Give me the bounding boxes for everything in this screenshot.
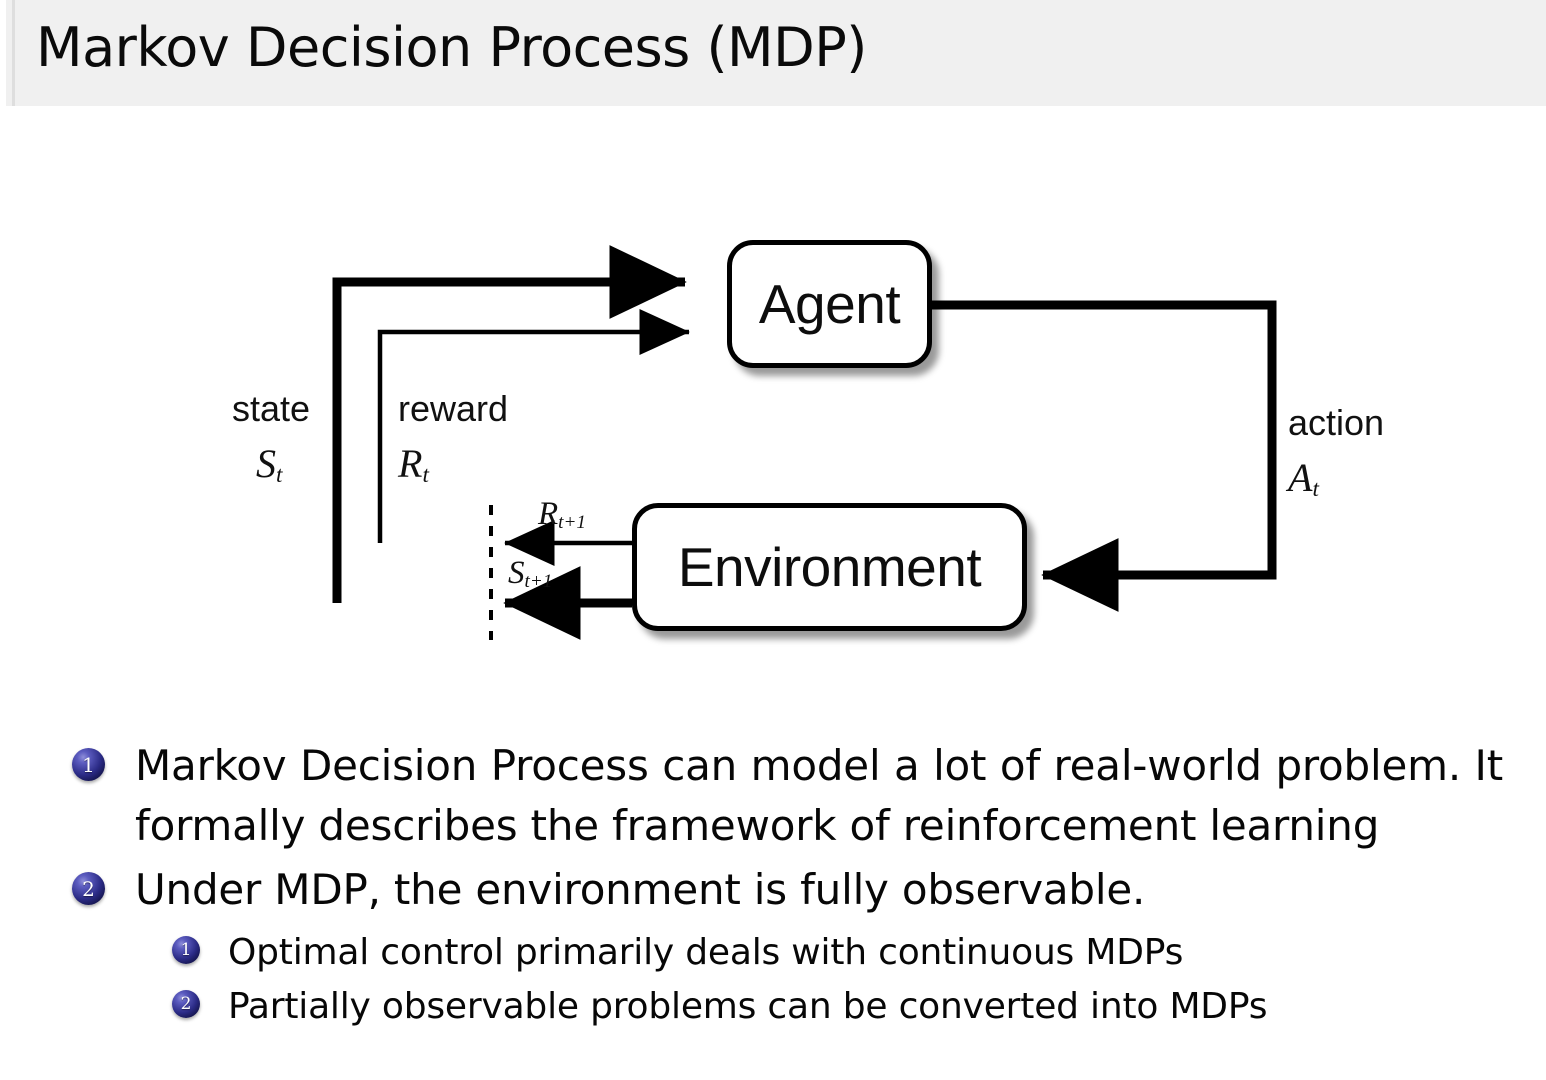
bullet-text-2: Under MDP, the environment is fully obse… [135,865,1146,914]
state-label-symbol: St [256,441,283,489]
state-label-word: state [232,388,311,429]
bullet-badge-1: 1 [72,748,105,781]
reward-feedback-arrow [377,309,690,543]
action-arrow [929,300,1277,612]
reward-label-symbol: Rt [398,441,429,489]
page-title: Markov Decision Process (MDP) [36,16,867,79]
sub-bullet-badge-2: 2 [172,990,200,1018]
bullet-list: 1 Markov Decision Process can model a lo… [0,736,1546,1034]
mdp-agent-environment-diagram: Agent Environment state St reward Rt act… [0,130,1546,690]
sub-bullet-text-2: Partially observable problems can be con… [228,986,1268,1027]
agent-node-label: Agent [758,273,901,335]
list-item: 2 Under MDP, the environment is fully ob… [0,860,1546,920]
agent-node: Agent [727,240,932,368]
sub-bullet-text-1: Optimal control primarily deals with con… [228,932,1184,973]
action-label-word: action [1288,402,1385,443]
state-feedback-arrow [332,245,687,603]
sub-list-item: 1 Optimal control primarily deals with c… [0,926,1546,980]
environment-node-label: Environment [677,536,982,598]
reward-label-word: reward [398,388,509,429]
action-label-symbol: At [1288,455,1319,503]
bullet-badge-2: 2 [72,872,105,905]
environment-node: Environment [632,503,1027,631]
list-item: 1 Markov Decision Process can model a lo… [0,736,1546,856]
diagram-connectors [332,245,1277,640]
reward-next-label: Rt+1 [538,496,586,534]
slide-header-bar: Markov Decision Process (MDP) [0,0,1546,106]
sub-list-item: 2 Partially observable problems can be c… [0,980,1546,1034]
bullet-text-1: Markov Decision Process can model a lot … [135,741,1503,850]
sub-bullet-badge-1: 1 [172,936,200,964]
state-next-label: St+1 [508,555,553,593]
